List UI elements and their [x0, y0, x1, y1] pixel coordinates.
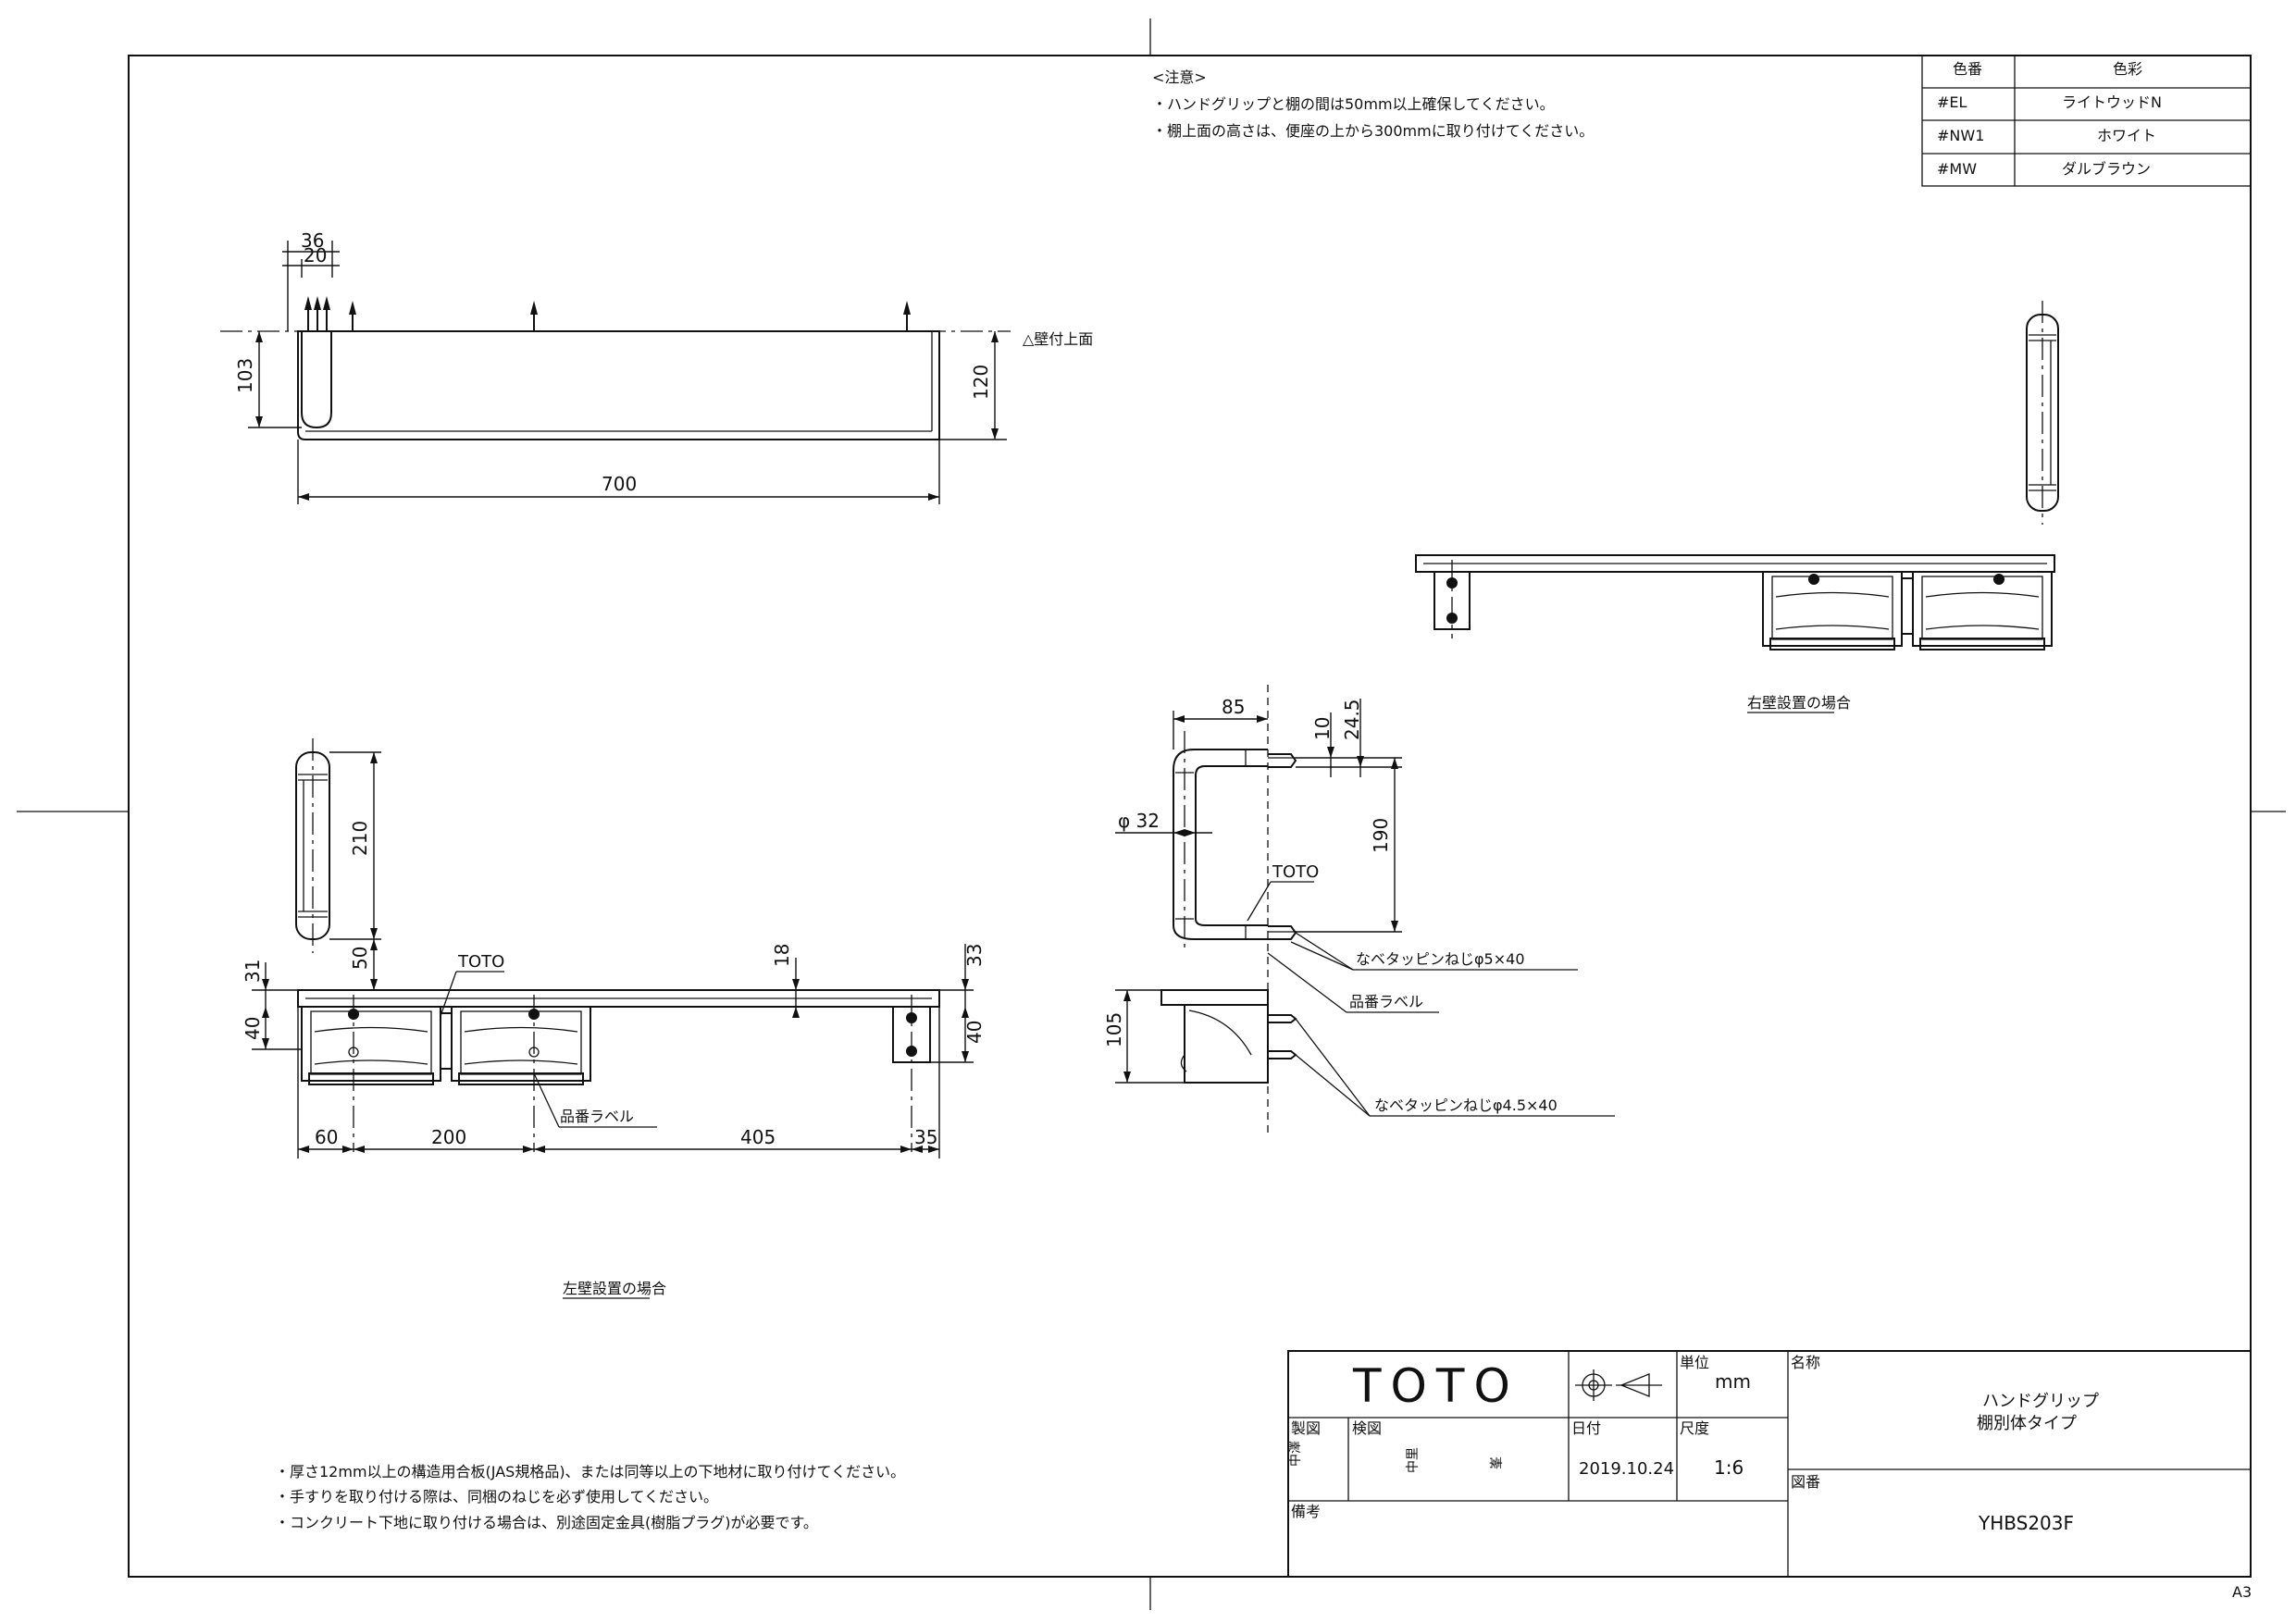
dim-700: 700 — [602, 473, 637, 495]
screw-icon — [304, 296, 911, 331]
color-name: ダルブラウン — [2062, 160, 2151, 178]
dim-36: 36 — [301, 229, 324, 252]
drawn-stamp: 中澤 — [1288, 1441, 1303, 1467]
dim-31: 31 — [242, 960, 264, 983]
dim-40: 40 — [242, 1017, 264, 1040]
dim-35: 35 — [914, 1126, 937, 1148]
dim-103: 103 — [234, 358, 256, 393]
dim-50: 50 — [349, 947, 371, 970]
checked-stamp: 中里 — [1406, 1447, 1421, 1473]
checked-stamp: 峯 — [1490, 1456, 1505, 1469]
notes-bottom: ・厚さ12mm以上の構造用合板(JAS規格品)、または同等以上の下地材に取り付け… — [275, 1463, 905, 1531]
paper-holder-left — [301, 1006, 441, 1085]
label-screw-5x40: なベタッピンねじφ5×40 — [1356, 950, 1525, 968]
right-wall-view: 右壁設置の場合 — [1415, 301, 2059, 713]
label-part: 品番ラベル — [1349, 993, 1423, 1010]
dim-405: 405 — [740, 1126, 776, 1148]
dim-33: 33 — [963, 944, 986, 967]
caption-left-wall: 左壁設置の場合 — [563, 1280, 666, 1297]
color-name: ホワイト — [2097, 127, 2156, 144]
paper-holder-right — [451, 1006, 591, 1085]
dim-210: 210 — [349, 821, 371, 856]
name-label: 名称 — [1791, 1354, 1820, 1371]
paper-holder-right — [1912, 571, 2053, 650]
dim-phi32: φ 32 — [1118, 810, 1160, 832]
paper-holder-left — [1762, 571, 1903, 650]
checked-label: 検図 — [1352, 1419, 1382, 1437]
color-code: #MW — [1937, 160, 1977, 178]
projection-symbol-icon — [1575, 1369, 1662, 1401]
side-view: 85 10 24.5 φ 32 190 TOTO なベタッピンねじφ5×40 品… — [1103, 685, 1615, 1138]
dim-20: 20 — [304, 244, 327, 266]
grip-side — [1173, 749, 1297, 940]
note-item: ・ハンドグリップと棚の間は50mm以上確保してください。 — [1152, 95, 1555, 113]
logo: TOTO — [1352, 1359, 1520, 1413]
label-wall-top: △壁付上面 — [1023, 330, 1093, 348]
dim-18: 18 — [771, 944, 793, 967]
dim-24-5: 24.5 — [1341, 699, 1363, 740]
note-item: ・コンクリート下地に取り付ける場合は、別途固定金具(樹脂プラグ)が必要です。 — [275, 1514, 818, 1531]
color-table-header-name: 色彩 — [2113, 60, 2142, 78]
note-item: ・手すりを取り付ける際は、同梱のねじを必ず使用してください。 — [275, 1488, 718, 1505]
unit-label: 単位 — [1680, 1354, 1709, 1371]
product-name-line2: 棚別体タイプ — [1977, 1414, 2077, 1433]
dim-60: 60 — [315, 1126, 338, 1148]
sheet-size: A3 — [2232, 1583, 2252, 1601]
dim-10: 10 — [1311, 717, 1334, 740]
notes-top: <注意> ・ハンドグリップと棚の間は50mm以上確保してください。 ・棚上面の高… — [1152, 68, 1594, 140]
label-brand: TOTO — [1272, 862, 1319, 882]
color-code: #EL — [1937, 93, 1967, 111]
label-brand: TOTO — [457, 952, 504, 972]
notes-heading: <注意> — [1152, 68, 1207, 86]
dim-200: 200 — [431, 1126, 466, 1148]
unit-value: mm — [1715, 1370, 1751, 1393]
dim-85: 85 — [1222, 696, 1245, 718]
color-table: 色番 色彩 #EL ライトウッドN #NW1 ホワイト #MW ダルブラウン — [1921, 55, 2252, 187]
drawn-label: 製図 — [1291, 1419, 1321, 1437]
left-wall-view: 210 50 — [242, 738, 986, 1299]
label-screw-4-5x40: なベタッピンねじφ4.5×40 — [1374, 1096, 1558, 1114]
drawing-no-label: 図番 — [1791, 1473, 1820, 1491]
dim-190: 190 — [1370, 818, 1392, 853]
dim-120: 120 — [970, 365, 992, 400]
top-view: 36 20 103 120 700 △壁付上面 — [220, 229, 1093, 504]
product-name-line1: ハンドグリップ — [1982, 1392, 2099, 1411]
dim-105: 105 — [1103, 1012, 1125, 1047]
caption-right-wall: 右壁設置の場合 — [1747, 694, 1851, 712]
color-code: #NW1 — [1937, 127, 1984, 144]
note-item: ・棚上面の高さは、便座の上から300mmに取り付けてください。 — [1152, 122, 1594, 140]
shelf-side — [1160, 989, 1297, 1084]
scale-value: 1:6 — [1714, 1456, 1744, 1479]
title-block: TOTO 単位 mm 名称 ハンドグリップ 棚別体タイプ 製図 検図 中澤 中里… — [1287, 1350, 2252, 1578]
dim-40: 40 — [963, 1021, 986, 1044]
label-part: 品番ラベル — [560, 1108, 634, 1125]
note-item: ・厚さ12mm以上の構造用合板(JAS規格品)、または同等以上の下地材に取り付け… — [275, 1463, 905, 1481]
remarks-label: 備考 — [1291, 1503, 1321, 1520]
scale-label: 尺度 — [1680, 1419, 1709, 1437]
color-table-header-code: 色番 — [1953, 60, 1982, 78]
date-label: 日付 — [1571, 1419, 1601, 1437]
color-name: ライトウッドN — [2062, 93, 2162, 111]
drawing-number: YHBS203F — [1978, 1512, 2074, 1534]
sheet-frame: A3 — [17, 19, 2286, 1610]
date-value: 2019.10.24 — [1579, 1459, 1674, 1479]
